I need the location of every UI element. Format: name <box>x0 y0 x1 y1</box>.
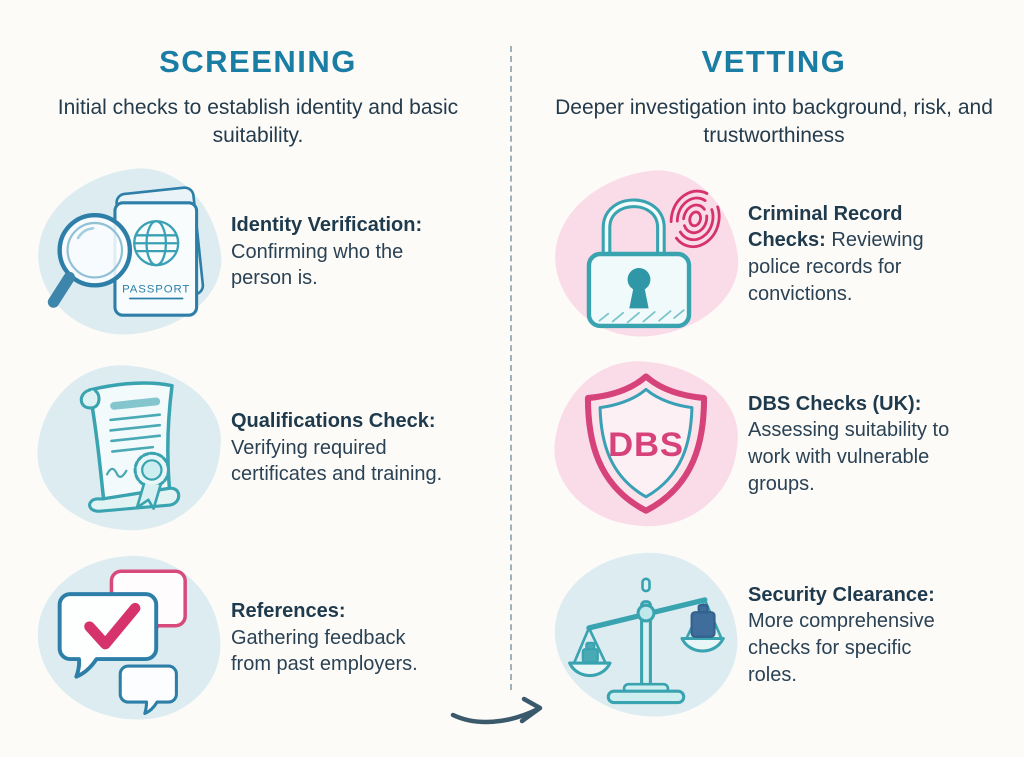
item-text: DBS Checks (UK): Assessing suitability t… <box>748 391 960 497</box>
vetting-subtitle: Deeper investigation into background, ri… <box>555 96 993 147</box>
item-heading: DBS Checks (UK): <box>748 392 922 415</box>
item-heading: References: <box>231 600 346 623</box>
curved-arrow-icon <box>448 695 553 742</box>
screening-subtitle: Initial checks to establish identity and… <box>57 96 459 147</box>
item-body: Verifying required certificates and trai… <box>231 436 443 486</box>
screening-title: SCREENING <box>159 44 357 79</box>
item-text: References: Gathering feedback from past… <box>231 598 443 678</box>
item-body: More comprehensive checks for specific r… <box>748 610 935 686</box>
speech-bubbles-check-icon <box>38 556 220 720</box>
item-text: Identity Verification: Confirming who th… <box>231 212 443 292</box>
vetting-title: VETTING <box>701 44 847 79</box>
vetting-item-dbs: DBS DBS Checks (UK): Assessing suitabili… <box>543 356 1003 532</box>
item-text: Qualifications Check: Verifying required… <box>231 408 443 488</box>
dbs-label: DBS <box>608 426 684 464</box>
item-body: Reviewing police records for convictions… <box>748 229 924 305</box>
screening-item-qualifications: Qualifications Check: Verifying required… <box>26 352 476 544</box>
vetting-item-security-clearance: Security Clearance: More comprehensive c… <box>543 546 1003 724</box>
item-heading: Identity Verification: <box>231 214 423 237</box>
screening-item-identity: PASSPORT Identity Verification: Confirmi… <box>26 163 476 341</box>
item-body: Assessing suitability to work with vulne… <box>748 419 950 495</box>
padlock-fingerprint-icon <box>555 172 737 336</box>
screening-item-references: References: Gathering feedback from past… <box>26 550 476 726</box>
item-text: Criminal Record Checks: Reviewing police… <box>748 201 960 307</box>
item-heading: Qualifications Check: <box>231 410 436 433</box>
item-text: Security Clearance: More comprehensive c… <box>748 582 960 688</box>
dashed-divider <box>510 46 512 690</box>
vetting-item-criminal-record: Criminal Record Checks: Reviewing police… <box>543 163 1003 345</box>
passport-label: PASSPORT <box>122 283 190 295</box>
dbs-shield-icon: DBS <box>555 362 737 526</box>
item-body: Confirming who the person is. <box>231 240 404 290</box>
passport-magnifier-icon: PASSPORT <box>38 170 220 334</box>
item-heading: Security Clearance: <box>748 583 935 606</box>
item-heading: Criminal Record Checks: <box>748 202 903 252</box>
balance-scale-icon <box>555 553 737 717</box>
item-body: Gathering feedback from past employers. <box>231 626 418 676</box>
certificate-scroll-icon <box>38 366 220 530</box>
